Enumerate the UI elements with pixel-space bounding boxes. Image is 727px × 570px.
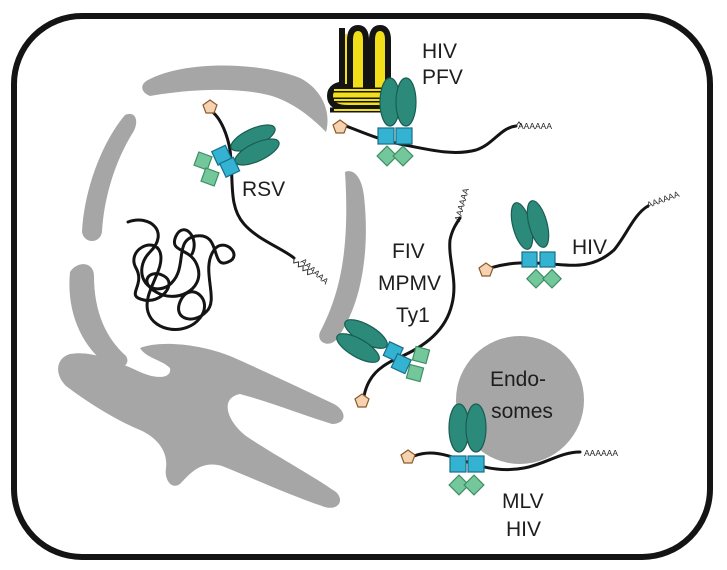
hiv-pfv-complex: AAAAAA <box>332 77 552 167</box>
ty1-label: Ty1 <box>396 304 430 327</box>
pentagon-cap-icon <box>354 393 370 408</box>
hiv-bottom-label: HIV <box>506 518 541 541</box>
pentagon-cap-icon <box>478 262 494 277</box>
endoplasmic-reticulum <box>58 343 344 508</box>
protein-complex-icon <box>448 403 487 496</box>
fiv-label: FIV <box>392 240 425 263</box>
hiv-right-label: HIV <box>572 236 607 259</box>
rsv-label: RSV <box>242 178 285 201</box>
polya-tail-icon <box>515 121 523 127</box>
chromatin <box>126 218 236 331</box>
protein-complex-icon <box>336 319 431 383</box>
protein-complex-icon <box>376 77 417 167</box>
endosomes-label-line2: somes <box>491 400 553 423</box>
endosome <box>456 336 584 464</box>
polya-tail-icon <box>293 257 313 276</box>
pentagon-cap-icon <box>332 119 348 134</box>
hiv-pfv-label-line2: PFV <box>422 66 463 89</box>
mlv-label: MLV <box>502 490 544 513</box>
pentagon-cap-icon <box>202 99 218 114</box>
mlv-hiv-complex: AAAAAA <box>400 403 618 496</box>
hiv-pfv-label-line1: HIV <box>422 40 457 63</box>
svg-text:AAAAAA: AAAAAA <box>518 121 552 131</box>
mpmv-label: MPMV <box>378 272 441 295</box>
protein-complex-icon <box>510 200 563 289</box>
pentagon-cap-icon <box>400 449 416 464</box>
endosomes-label-line1: Endo- <box>490 368 546 391</box>
nuclear-envelope <box>69 65 366 368</box>
protein-complex-icon <box>193 124 280 187</box>
svg-text:AAAAAA: AAAAAA <box>584 448 618 458</box>
fiv-mpmv-ty1-complex: AAAAAA <box>336 187 471 408</box>
